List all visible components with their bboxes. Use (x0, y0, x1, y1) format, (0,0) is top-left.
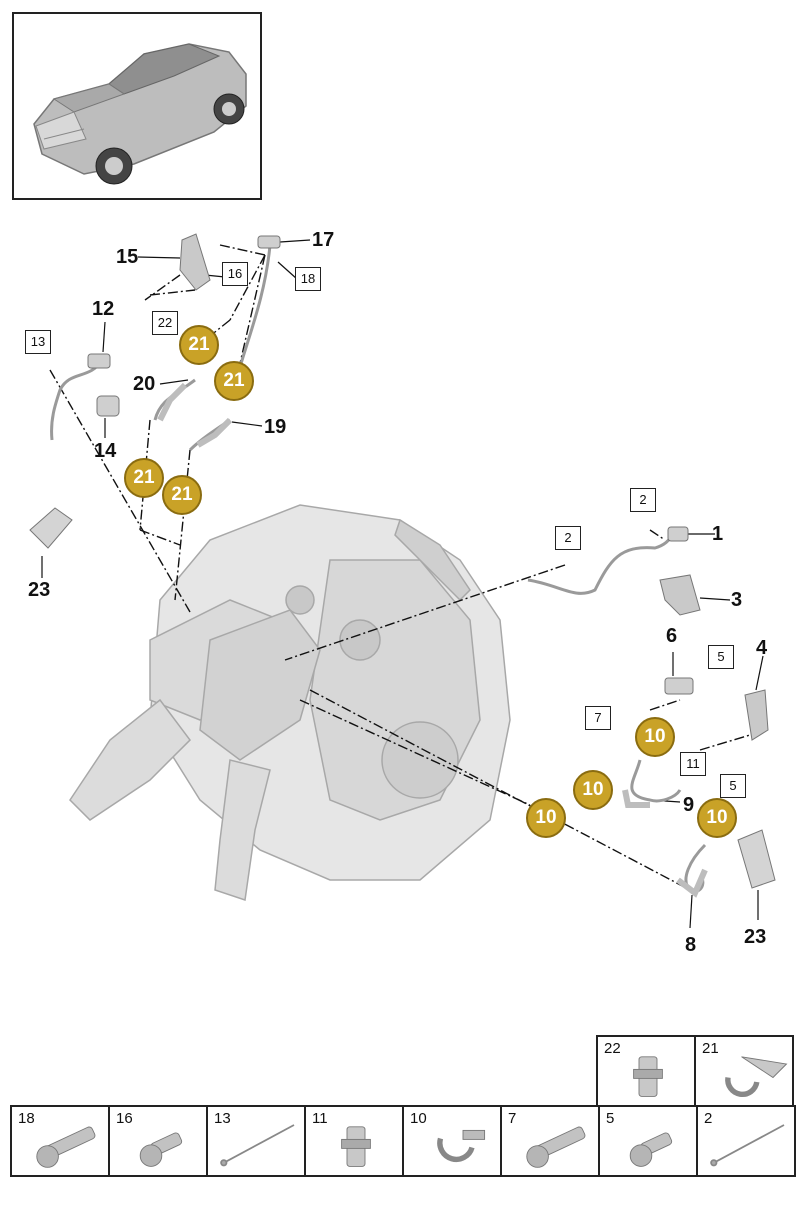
callout-23-right: 23 (744, 926, 767, 948)
callout-1: 1 (712, 523, 724, 545)
callout-9: 9 (683, 794, 695, 816)
callout-3: 3 (731, 589, 743, 611)
box-ref-18: 18 (295, 267, 321, 291)
callout-14: 14 (94, 440, 117, 462)
badge-10-b: 10 (573, 770, 613, 810)
bracket-3 (659, 574, 701, 616)
legend-label-18: 18 (18, 1110, 35, 1127)
legend-cell-16: 16 (108, 1105, 208, 1177)
pipe-8 (676, 868, 708, 898)
legend-icon-bolt-long-icon (526, 1126, 586, 1168)
legend-label-16: 16 (116, 1110, 133, 1127)
callout-6: 6 (666, 625, 678, 647)
legend-cell-10: 10 (402, 1105, 502, 1177)
box-ref-22: 22 (152, 311, 178, 335)
legend-icon-clamp-icon (437, 1129, 486, 1163)
legend-cell-22: 22 (596, 1035, 696, 1107)
pipe-9 (622, 789, 650, 808)
box-ref-13: 13 (25, 330, 51, 354)
engine-assembly (69, 504, 511, 901)
legend-icon-clip-icon (341, 1126, 371, 1167)
bracket-4 (744, 689, 769, 741)
badge-21-a: 21 (179, 325, 219, 365)
legend-icon-cable-tie-icon (710, 1124, 785, 1167)
legend-cell-7: 7 (500, 1105, 600, 1177)
legend-cell-11: 11 (304, 1105, 404, 1177)
legend-label-22: 22 (604, 1040, 621, 1057)
badge-21-d: 21 (162, 475, 202, 515)
legend-cell-13: 13 (206, 1105, 306, 1177)
callout-12: 12 (92, 298, 115, 320)
sleeve-23b (737, 829, 776, 889)
thin-leaders (41, 239, 764, 929)
legend-label-10: 10 (410, 1110, 427, 1127)
legend-label-7: 7 (508, 1110, 517, 1127)
callout-19: 19 (264, 416, 287, 438)
sensor-1 (667, 526, 689, 542)
box-ref-11: 11 (680, 752, 706, 776)
box-ref-5-lower: 5 (720, 774, 746, 798)
badge-10-a: 10 (635, 717, 675, 757)
box-ref-2-upper: 2 (630, 488, 656, 512)
callout-17: 17 (312, 229, 335, 251)
legend-label-11: 11 (312, 1110, 328, 1127)
legend-icon-cable-tie-icon (220, 1124, 295, 1167)
legend-cell-2: 2 (696, 1105, 796, 1177)
legend-icon-clip-icon (633, 1056, 663, 1097)
legend-label-13: 13 (214, 1110, 231, 1127)
box-ref-7: 7 (585, 706, 611, 730)
legend-cell-18: 18 (10, 1105, 110, 1177)
callout-4: 4 (756, 637, 768, 659)
box-ref-16: 16 (222, 262, 248, 286)
cap-14 (96, 395, 120, 417)
callout-23-left: 23 (28, 579, 51, 601)
sensor-12 (87, 353, 111, 369)
legend-icon-bracket-clamp-icon (725, 1056, 788, 1098)
box-ref-2-lower: 2 (555, 526, 581, 550)
badge-21-c: 21 (124, 458, 164, 498)
legend-label-2: 2 (704, 1110, 713, 1127)
callout-15: 15 (116, 246, 139, 268)
legend-cell-5: 5 (598, 1105, 698, 1177)
badge-10-c: 10 (526, 798, 566, 838)
legend-icon-bolt-short-icon (629, 1132, 673, 1167)
box-ref-5-upper: 5 (708, 645, 734, 669)
badge-21-b: 21 (214, 361, 254, 401)
legend-icon-bolt-short-icon (139, 1132, 183, 1167)
vehicle-illustration (33, 43, 247, 185)
sensor-6 (664, 677, 694, 695)
pipe-19 (196, 417, 233, 448)
legend-icon-bolt-long-icon (36, 1126, 96, 1168)
vehicle-thumbnail (12, 12, 262, 200)
legend-label-5: 5 (606, 1110, 615, 1127)
sleeve-23a (29, 507, 73, 549)
badge-10-d: 10 (697, 798, 737, 838)
callout-8: 8 (685, 934, 697, 956)
callout-20: 20 (133, 373, 156, 395)
pipe-20 (157, 382, 188, 422)
legend-label-21: 21 (702, 1040, 719, 1057)
sensor-17 (257, 235, 281, 249)
legend-cell-21: 21 (694, 1035, 794, 1107)
bracket-15 (179, 233, 211, 291)
